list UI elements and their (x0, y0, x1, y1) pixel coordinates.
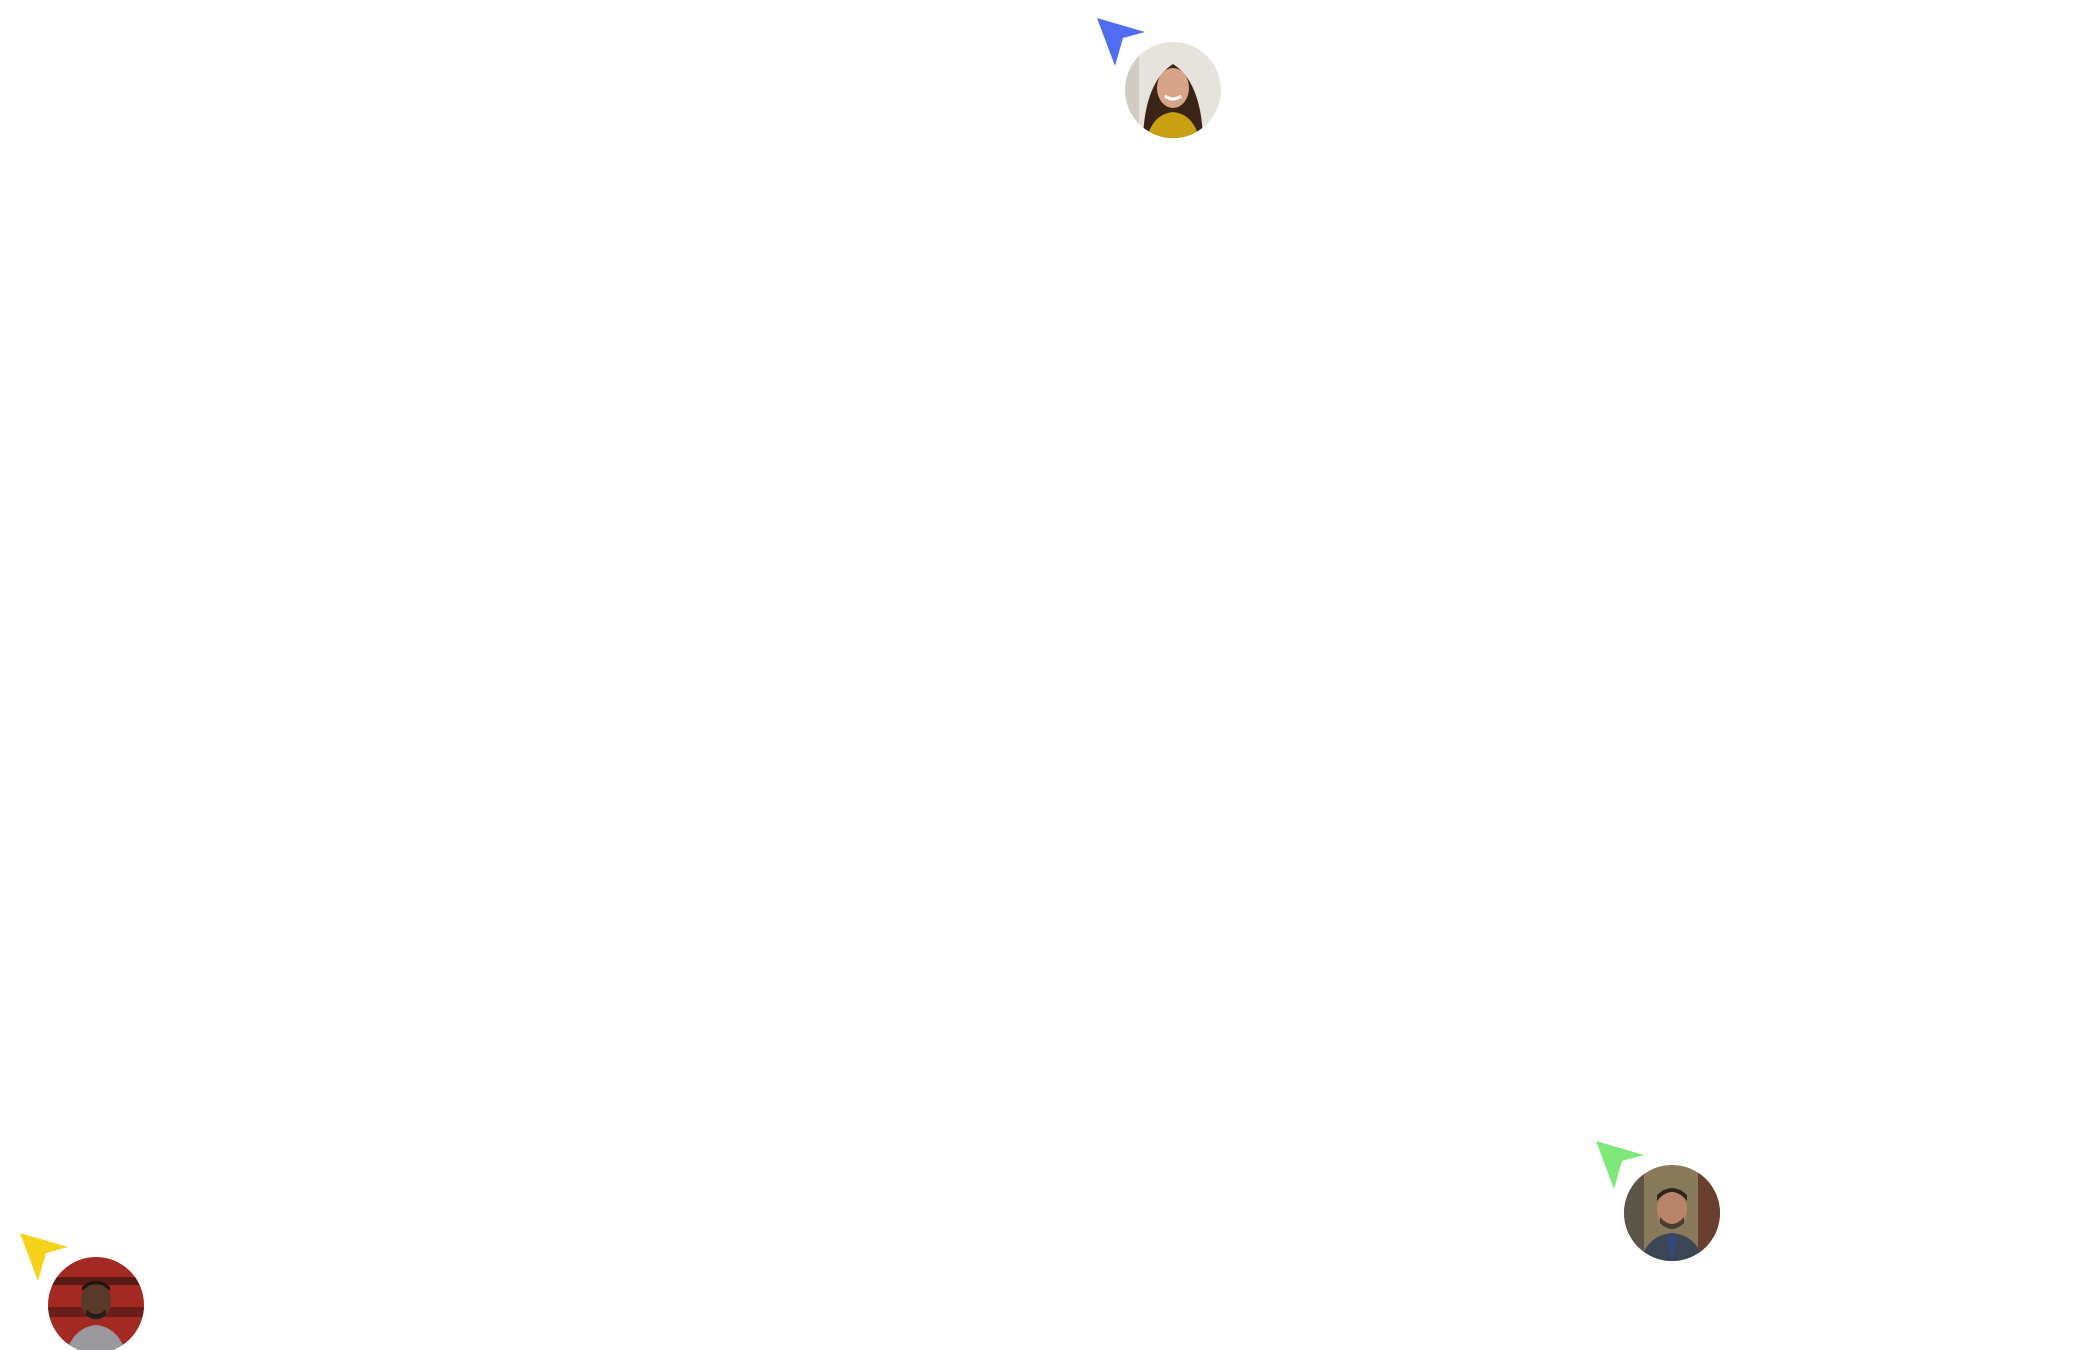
avatar[interactable] (48, 1257, 144, 1350)
collaborator-cursor-2 (1594, 1139, 1724, 1269)
pointer-arrow-icon (1097, 18, 1145, 66)
avatar[interactable] (1624, 1165, 1720, 1261)
collaborator-cursor-3 (18, 1231, 148, 1350)
collaborator-cursor-1 (1095, 16, 1225, 146)
pointer-arrow-icon (1596, 1141, 1644, 1189)
avatar[interactable] (1125, 42, 1221, 138)
pointer-arrow-icon (20, 1233, 68, 1281)
